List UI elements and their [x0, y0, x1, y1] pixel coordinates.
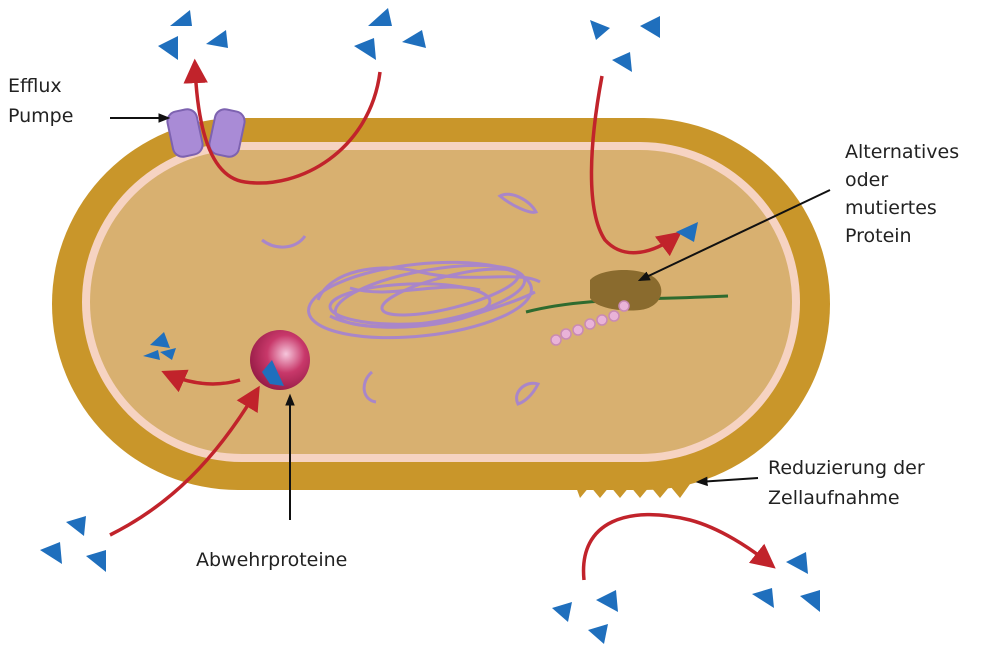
- defense-protein-icon: [250, 330, 310, 390]
- alt-protein-label-2: oder: [845, 169, 888, 191]
- uptake-label-1: Reduzierung der: [768, 457, 925, 479]
- bacterial-cell: [52, 118, 830, 498]
- defense-protein-label: Abwehrproteine: [196, 549, 347, 571]
- cytoplasm: [90, 150, 792, 454]
- blocked-entry-arrow: [584, 515, 770, 580]
- efflux-label-2: Pumpe: [8, 105, 73, 127]
- efflux-label-1: Efflux: [8, 75, 62, 97]
- alt-protein-label-3: mutiertes: [845, 197, 937, 219]
- modified-cell-wall: [575, 484, 690, 498]
- alt-protein-label-1: Alternatives: [845, 141, 959, 163]
- uptake-label-2: Zellaufnahme: [768, 487, 900, 509]
- alt-protein-label-4: Protein: [845, 225, 912, 247]
